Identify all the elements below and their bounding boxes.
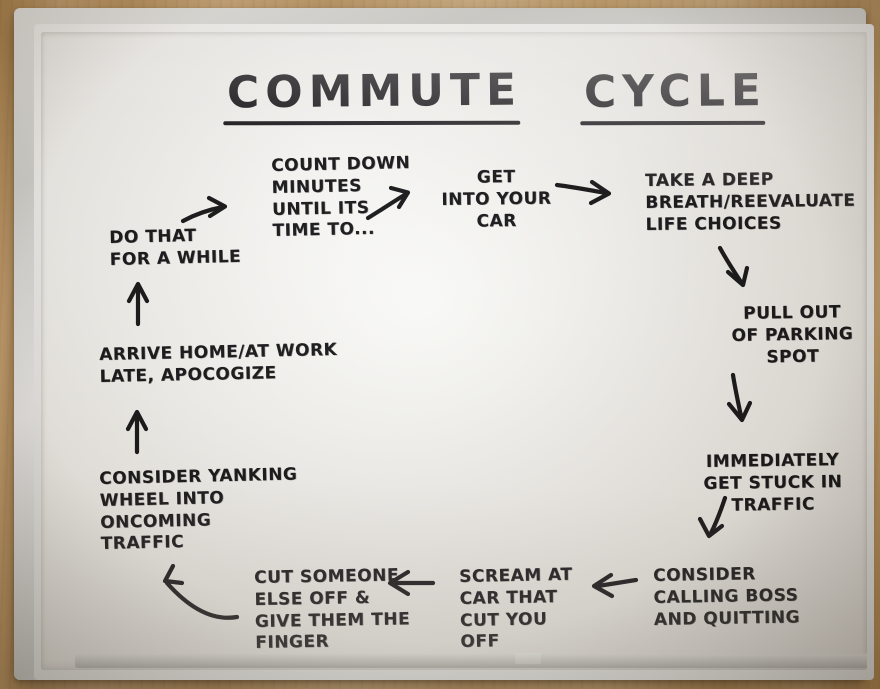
node-calling-boss: CONSIDER CALLING BOSS AND QUITTING bbox=[653, 564, 801, 630]
title-word-commute: COMMUTE bbox=[227, 64, 523, 124]
whiteboard-surface: COMMUTE CYCLE COUNT DOWN MINUTES UNTIL I… bbox=[41, 32, 867, 670]
arrow-get-into-car-to-take-deep-breath bbox=[554, 179, 612, 206]
node-arrive-late: ARRIVE HOME/AT WORK LATE, APOCOGIZE bbox=[99, 340, 338, 387]
node-yanking-wheel: CONSIDER YANKING WHEEL INTO ONCOMING TRA… bbox=[99, 464, 298, 555]
marker-tray bbox=[75, 654, 867, 668]
node-count-down: COUNT DOWN MINUTES UNTIL ITS TIME TO... bbox=[271, 153, 411, 242]
page-title: COMMUTE CYCLE bbox=[227, 64, 768, 123]
arrow-take-deep-breath-to-pull-out bbox=[717, 245, 750, 288]
node-get-into-car: GET INTO YOUR CAR bbox=[441, 167, 552, 232]
node-pull-out-parking: PULL OUT OF PARKING SPOT bbox=[731, 302, 854, 367]
arrow-yanking-wheel-to-arrive-late bbox=[125, 409, 149, 455]
node-take-deep-breath: TAKE A DEEP BREATH/REEVALUATE LIFE CHOIC… bbox=[645, 169, 856, 235]
arrow-cut-someone-off-to-yanking-wheel bbox=[162, 563, 240, 620]
node-do-that-for-while: DO THAT FOR A WHILE bbox=[109, 225, 242, 270]
node-stuck-in-traffic: IMMEDIATELY GET STUCK IN TRAFFIC bbox=[703, 450, 843, 516]
arrow-do-that-to-count-down bbox=[180, 195, 228, 224]
arrow-calling-boss-to-scream-at-car bbox=[591, 572, 639, 599]
title-word-cycle: CYCLE bbox=[584, 65, 768, 124]
whiteboard-frame: COMMUTE CYCLE COUNT DOWN MINUTES UNTIL I… bbox=[14, 8, 874, 680]
tray-clip bbox=[515, 653, 541, 664]
node-scream-at-car: SCREAM AT CAR THAT CUT YOU OFF bbox=[459, 564, 573, 653]
arrow-arrive-late-to-do-that bbox=[126, 281, 150, 327]
arrow-pull-out-to-stuck-in-traffic bbox=[726, 372, 753, 423]
node-cut-someone-off: CUT SOMEONE ELSE OFF & GIVE THEM THE FIN… bbox=[254, 565, 411, 654]
